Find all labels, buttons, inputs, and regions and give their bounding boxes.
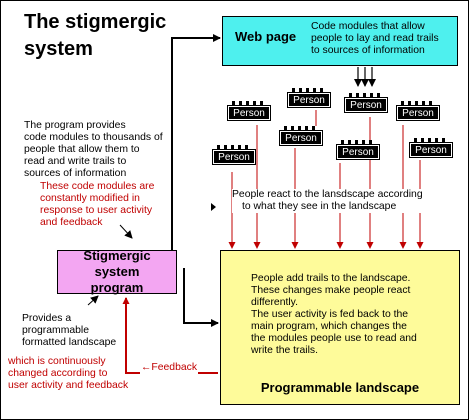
text-line: The program provides [24, 120, 126, 131]
modules-pointer-arrow [119, 224, 133, 239]
text-line: user activity and feedback [8, 380, 129, 391]
stigmergic-program-box: Stigmergic system program [57, 248, 177, 295]
person-node: Person [212, 145, 256, 165]
text-line: read and write trails to [24, 156, 127, 167]
title-line: The stigmergic [24, 11, 167, 33]
box-label-line: Stigmergic system [83, 248, 151, 279]
text-line: constantly modified in [40, 193, 140, 204]
web-desc-line: to sources of information [311, 45, 425, 56]
text-line: People add trails to the landscape. [251, 273, 411, 284]
program-to-web-arrow [171, 34, 221, 250]
react-pointer-icon [211, 203, 216, 211]
program-provides-text: The program provides code modules to tho… [24, 120, 163, 180]
box-label-line: program [90, 280, 144, 295]
text-line: which is continuously [8, 356, 106, 367]
person-node: Person [396, 101, 440, 121]
text-line: sources of information [24, 168, 127, 179]
programmable-landscape-box: People add trails to the landscape. Thes… [220, 250, 460, 405]
web-desc-line: people to lay and read trails [311, 33, 439, 44]
text-line: people that allow them to [24, 144, 140, 155]
continuously-changed-text: which is continuously changed according … [8, 356, 128, 392]
person-node: Person [409, 138, 453, 158]
text-line: differently. [251, 297, 298, 308]
person-node: Person [336, 140, 380, 160]
text-line: formatted landscape [22, 337, 117, 348]
person-node: Person [287, 88, 331, 108]
text-line: Provides a [22, 313, 72, 324]
feedback-label: ←Feedback [140, 362, 199, 374]
person-node: Person [344, 93, 388, 113]
person-node: Person [279, 126, 323, 146]
web-page-description: Code modules that allow people to lay an… [311, 21, 459, 57]
text-line: changed according to [8, 368, 108, 379]
text-line: The user activity is fed back to the [251, 309, 409, 320]
text-line: These changes make people react [251, 285, 411, 296]
modules-modified-text: These code modules are constantly modifi… [40, 181, 154, 229]
web-page-box: Web page Code modules that allow people … [222, 16, 458, 66]
text-line: programmable [22, 325, 89, 336]
text-line: write the trails. [251, 345, 318, 356]
text-line: response to user activity [40, 205, 153, 216]
text-line: to what they see in the landscape [242, 201, 397, 212]
program-to-landscape-arrow [183, 268, 219, 327]
text-line: code modules to thousands of [24, 132, 163, 143]
text-line: These code modules are [40, 181, 155, 192]
title-line: system [24, 38, 93, 60]
person-node: Person [227, 101, 271, 121]
landscape-title: Programmable landscape [260, 380, 420, 395]
text-line: main program, which changes the [251, 321, 407, 332]
text-line: People react to the lansdscape according [232, 189, 423, 200]
web-desc-line: Code modules that allow [311, 21, 425, 32]
diagram-title: The stigmergic system [24, 9, 166, 63]
text-line: and feedback [40, 217, 103, 228]
landscape-description: People add trails to the landscape. Thes… [251, 273, 456, 357]
web-page-label: Web page [235, 29, 297, 44]
people-react-text: People react to the lansdscape according… [232, 189, 423, 213]
text-line: the modules people use to read and [251, 333, 417, 344]
provides-pointer-arrow [87, 295, 99, 306]
provides-landscape-text: Provides a programmable formatted landsc… [22, 313, 116, 349]
